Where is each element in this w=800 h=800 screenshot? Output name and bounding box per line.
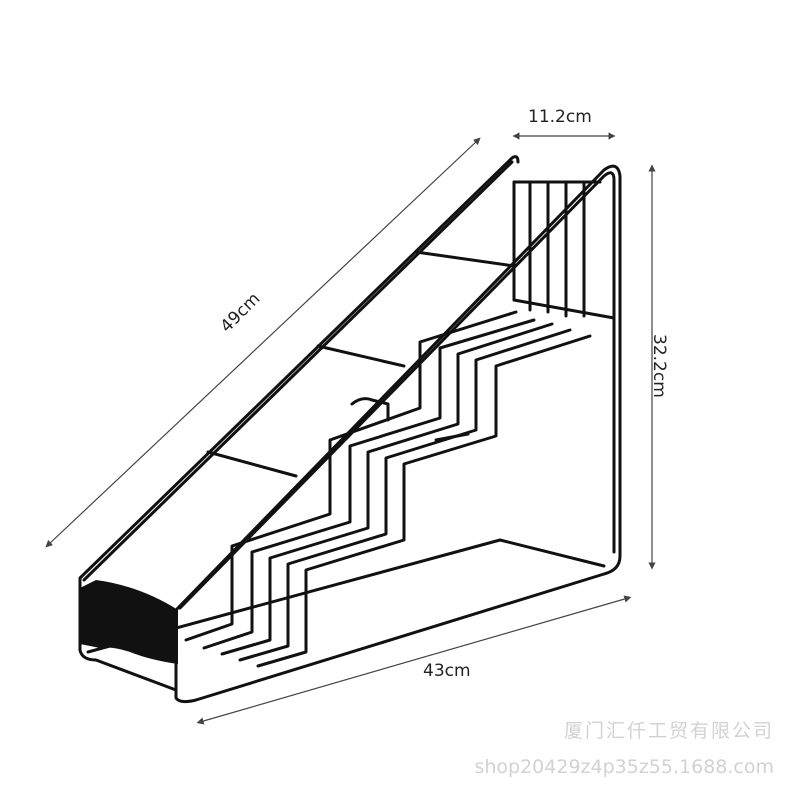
- watermark-shop-url: shop20429z4p35z55.1688.com: [474, 756, 774, 778]
- dimension-lines: [45, 132, 656, 725]
- rack-frame: [78, 155, 622, 704]
- dimension-bottom-label: 43cm: [423, 661, 471, 681]
- dim-line-diagonal: [45, 137, 481, 548]
- foot-pad: [80, 580, 178, 664]
- dim-line-bottom: [196, 595, 632, 725]
- dimension-top-label: 11.2cm: [528, 107, 592, 127]
- dimension-height-label: 32.2cm: [649, 334, 669, 398]
- watermark-company: 厦门汇仟工贸有限公司: [563, 720, 774, 742]
